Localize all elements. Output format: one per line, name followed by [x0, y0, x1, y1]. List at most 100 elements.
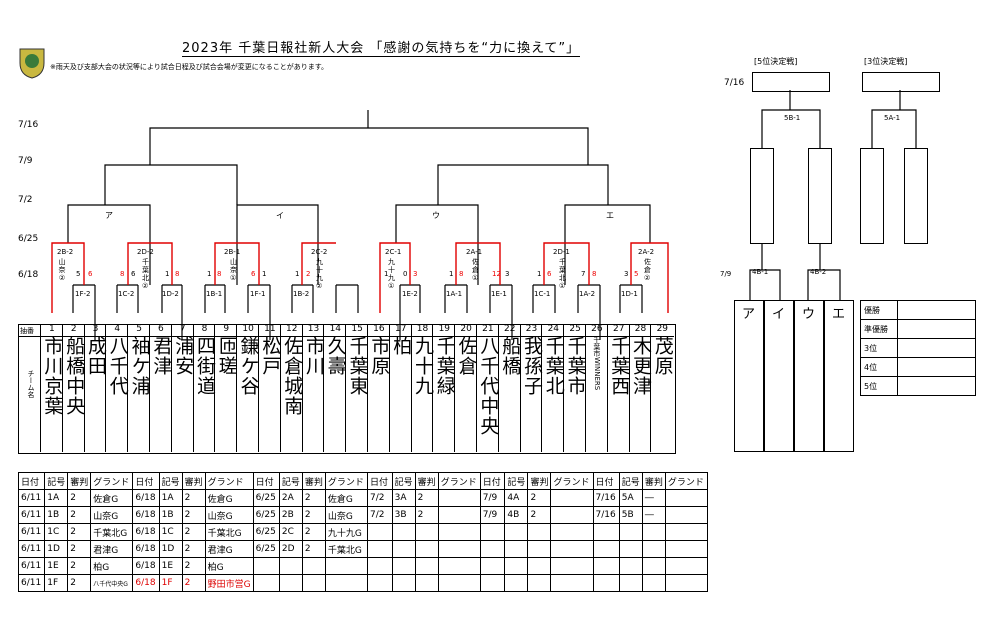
draw-number: 14: [329, 324, 342, 334]
score: 1: [537, 270, 542, 278]
score: 2: [306, 270, 311, 278]
schedule-cell: 6/18: [132, 574, 160, 592]
schedule-header: 審判: [641, 472, 666, 490]
schedule-cell: 3B: [391, 506, 416, 524]
team-name: 袖ケ浦: [128, 336, 151, 396]
match-code: 1D-1: [621, 290, 638, 298]
score: 3: [624, 270, 629, 278]
score: 8: [217, 270, 222, 278]
schedule-cell: 5B: [618, 506, 643, 524]
score: 8: [459, 270, 464, 278]
schedule-cell: 2D: [278, 540, 303, 558]
schedule-cell: 1C: [44, 523, 69, 541]
result-runner-up: 準優勝: [860, 319, 898, 339]
schedule-cell: 千葉北G: [204, 523, 254, 541]
schedule-cell: [504, 574, 529, 592]
match-code: 2B-2: [57, 248, 74, 256]
schedule-cell: 1C: [158, 523, 183, 541]
schedule-cell: [618, 557, 643, 575]
score: 1: [449, 270, 454, 278]
match-code: 1C-1: [534, 290, 551, 298]
schedule-cell: 1A: [158, 489, 183, 507]
schedule-cell: 6/11: [17, 506, 46, 524]
schedule-cell: [437, 523, 481, 541]
schedule-cell: 1E: [44, 557, 69, 575]
fifth-entry-box: [808, 148, 832, 244]
draw-number: 4: [114, 324, 121, 334]
schedule-cell: 2: [527, 506, 552, 524]
schedule-cell: 山奈G: [324, 506, 369, 524]
schedule-cell: 6/11: [17, 540, 46, 558]
schedule-cell: [504, 557, 529, 575]
score: 8: [592, 270, 597, 278]
match-venue: 山奈①: [230, 258, 237, 282]
schedule-cell: [414, 540, 439, 558]
schedule-cell: 2: [67, 574, 92, 592]
team-name: 柏: [390, 336, 413, 356]
schedule-header: 日付: [252, 472, 280, 490]
schedule-cell: 2: [181, 523, 206, 541]
schedule-cell: [278, 574, 303, 592]
block-winner-box: [734, 300, 764, 452]
match-code: 2A-2: [638, 248, 655, 256]
association-logo: [18, 45, 46, 83]
block-winner-label: ウ: [802, 307, 816, 322]
schedule-cell: 2: [181, 489, 206, 507]
match-code: 1F-1: [250, 290, 266, 298]
draw-number: 11: [264, 324, 276, 334]
schedule-header: 審判: [527, 472, 552, 490]
team-name: 匝瑳: [215, 336, 238, 376]
schedule-header: 日付: [367, 472, 393, 490]
match-code: 1B-1: [206, 290, 223, 298]
schedule-cell: [527, 574, 552, 592]
schedule-cell: [437, 489, 481, 507]
block-winner-label: イ: [772, 307, 786, 322]
schedule-cell: 6/25: [252, 506, 280, 524]
score: 1: [165, 270, 170, 278]
draw-number: 28: [634, 324, 647, 334]
schedule-cell: 2: [301, 523, 326, 541]
score: 1: [262, 270, 267, 278]
schedule-cell: 6/18: [132, 557, 160, 575]
team-name-header: チーム名: [27, 370, 35, 398]
draw-number: 5: [136, 324, 142, 334]
schedule-header: 審判: [67, 472, 92, 490]
schedule-cell: 君津G: [90, 540, 134, 558]
schedule-header: グランド: [324, 472, 369, 490]
draw-number: 17: [394, 324, 407, 334]
schedule-cell: [414, 557, 439, 575]
draw-number: 25: [569, 324, 581, 334]
schedule-cell: [367, 574, 393, 592]
schedule-cell: [618, 540, 643, 558]
schedule-cell: 2: [181, 557, 206, 575]
schedule-cell: [550, 489, 594, 507]
team-name: 千葉市WINNERS: [592, 336, 601, 391]
score: 3: [505, 270, 510, 278]
round-date: 7/2: [18, 195, 33, 205]
schedule-cell: [550, 506, 594, 524]
result-champion: 優勝: [860, 300, 898, 320]
schedule-cell: 6/11: [17, 557, 46, 575]
schedule-cell: 九十九G: [324, 523, 369, 541]
schedule-header: 審判: [181, 472, 206, 490]
draw-number: 8: [201, 324, 208, 334]
block-label: ウ: [432, 211, 440, 220]
schedule-cell: 6/18: [132, 506, 160, 524]
match-code: 4B-1: [752, 268, 769, 276]
schedule-cell: 2: [181, 506, 206, 524]
match-venue: 山奈②: [58, 258, 66, 282]
schedule-cell: 柏G: [204, 557, 254, 575]
schedule-cell: 八千代中央G: [90, 574, 134, 592]
schedule-cell: [664, 506, 709, 524]
schedule-cell: 2: [414, 506, 439, 524]
